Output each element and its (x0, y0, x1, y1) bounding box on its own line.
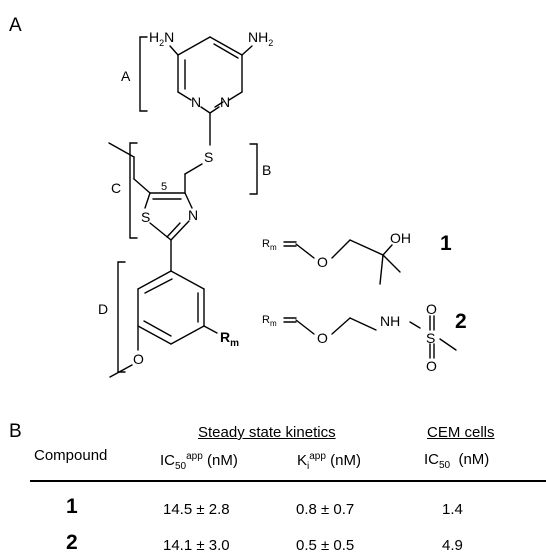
column-header-compound: Compound (34, 447, 108, 464)
column-header-kiapp: Kiapp (nM) (297, 451, 361, 472)
rgroup-2-atom-o-bottom: O (426, 358, 437, 374)
atom-nh2: NH2 (248, 29, 273, 48)
rgroup-1-rm-label: Rm (262, 238, 277, 252)
atom-o-methoxy: O (133, 351, 144, 367)
rgroup-2-rm-label: Rm (262, 314, 277, 328)
table-row-2-ic50: 4.9 (442, 537, 463, 554)
region-label-a: A (121, 68, 131, 84)
position-5-label: 5 (161, 181, 167, 193)
table-row-2-ic50app: 14.1 ± 3.0 (163, 537, 230, 554)
header-steady-state-kinetics: Steady state kinetics (198, 424, 336, 441)
panel-a-label: A (9, 15, 22, 36)
rgroup-2-compound-number: 2 (455, 310, 467, 333)
region-label-d: D (98, 301, 108, 317)
rgroup-2-atom-o-top: O (426, 301, 437, 317)
table-row-1-compound: 1 (66, 495, 78, 518)
table-row-1-kiapp: 0.8 ± 0.7 (296, 501, 355, 518)
table-rule (30, 480, 546, 482)
atom-s-linker: S (204, 149, 213, 165)
rgroup-2-atom-nh: NH (380, 313, 400, 329)
atom-n-right: N (220, 94, 230, 110)
rgroup-1-compound-number: 1 (440, 232, 452, 255)
panel-b-label: B (9, 421, 22, 442)
atom-n-thiazole: N (188, 207, 198, 223)
rgroup-2-atom-s: S (426, 330, 435, 346)
rgroup-2-atom-o: O (317, 330, 328, 346)
header-cem-cells: CEM cells (427, 424, 495, 441)
table-row-1-ic50app: 14.5 ± 2.8 (163, 501, 230, 518)
bracket-region-c (129, 142, 138, 239)
chemical-structure: A A B C D H2N NH2 N N S 5 S N O Rm Rm O … (9, 15, 467, 378)
atom-s-thiazole: S (141, 209, 150, 225)
rgroup-1-atom-o: O (317, 254, 328, 270)
atom-h2n: H2N (149, 29, 174, 48)
atom-rm: Rm (220, 329, 239, 349)
column-header-ic50-cem: IC50 (nM) (424, 451, 490, 471)
table-row-1-ic50: 1.4 (442, 501, 463, 518)
bracket-region-d (117, 261, 126, 373)
table-row-2-kiapp: 0.5 ± 0.5 (296, 537, 355, 554)
bracket-region-a (139, 36, 148, 112)
table-row-2-compound: 2 (66, 531, 78, 554)
bracket-region-b (249, 143, 258, 195)
region-label-b: B (262, 162, 271, 178)
atom-n-left: N (191, 94, 201, 110)
region-label-c: C (111, 180, 121, 196)
rgroup-1-atom-oh: OH (390, 230, 411, 246)
column-header-ic50app: IC50app (nM) (160, 451, 238, 472)
